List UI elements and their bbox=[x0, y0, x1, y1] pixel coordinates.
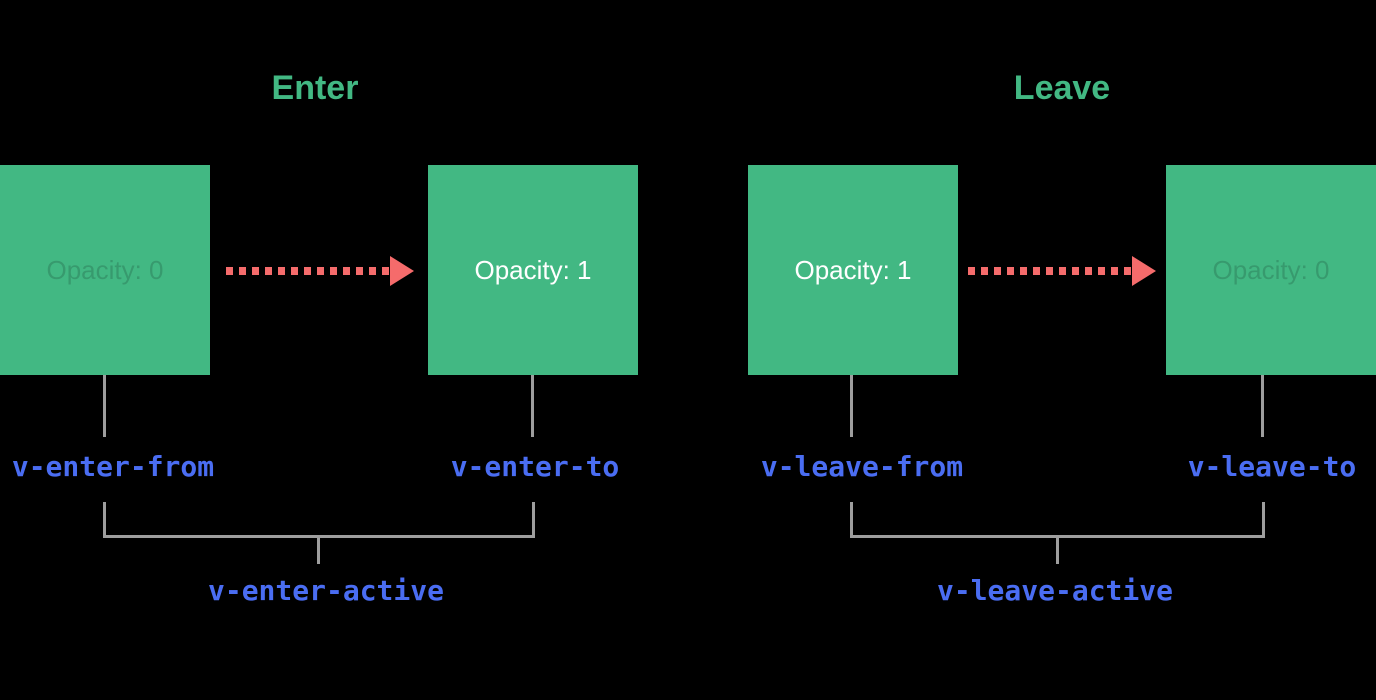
enter-transition-arrow-icon bbox=[226, 256, 414, 286]
dashed-line bbox=[968, 267, 1132, 275]
enter-from-opacity-label: Opacity: 0 bbox=[46, 255, 164, 285]
class-label-v-leave-to: v-leave-to bbox=[1187, 450, 1357, 483]
enter-active-bracket bbox=[103, 502, 535, 538]
enter-to-opacity-label: Opacity: 1 bbox=[474, 255, 592, 285]
arrowhead-icon bbox=[390, 256, 414, 286]
dashed-line bbox=[226, 267, 390, 275]
leave-from-opacity-label: Opacity: 1 bbox=[794, 255, 912, 285]
enter-from-connector-line bbox=[103, 375, 106, 437]
leave-from-box: Opacity: 1 bbox=[748, 165, 958, 375]
arrowhead-icon bbox=[1132, 256, 1156, 286]
enter-from-box: Opacity: 0 bbox=[0, 165, 210, 375]
class-label-v-enter-from: v-enter-from bbox=[11, 450, 215, 483]
leave-section-title: Leave bbox=[1013, 69, 1111, 107]
leave-active-stem-line bbox=[1056, 538, 1059, 564]
class-label-v-leave-from: v-leave-from bbox=[760, 450, 964, 483]
enter-to-connector-line bbox=[531, 375, 534, 437]
leave-from-connector-line bbox=[850, 375, 853, 437]
enter-section-title: Enter bbox=[271, 69, 359, 107]
class-label-v-enter-active: v-enter-active bbox=[207, 574, 444, 607]
leave-active-bracket bbox=[850, 502, 1265, 538]
leave-to-opacity-label: Opacity: 0 bbox=[1212, 255, 1330, 285]
enter-to-box: Opacity: 1 bbox=[428, 165, 638, 375]
leave-to-box: Opacity: 0 bbox=[1166, 165, 1376, 375]
class-label-v-enter-to: v-enter-to bbox=[450, 450, 620, 483]
leave-transition-arrow-icon bbox=[968, 256, 1156, 286]
leave-to-connector-line bbox=[1261, 375, 1264, 437]
class-label-v-leave-active: v-leave-active bbox=[936, 574, 1173, 607]
enter-active-stem-line bbox=[317, 538, 320, 564]
